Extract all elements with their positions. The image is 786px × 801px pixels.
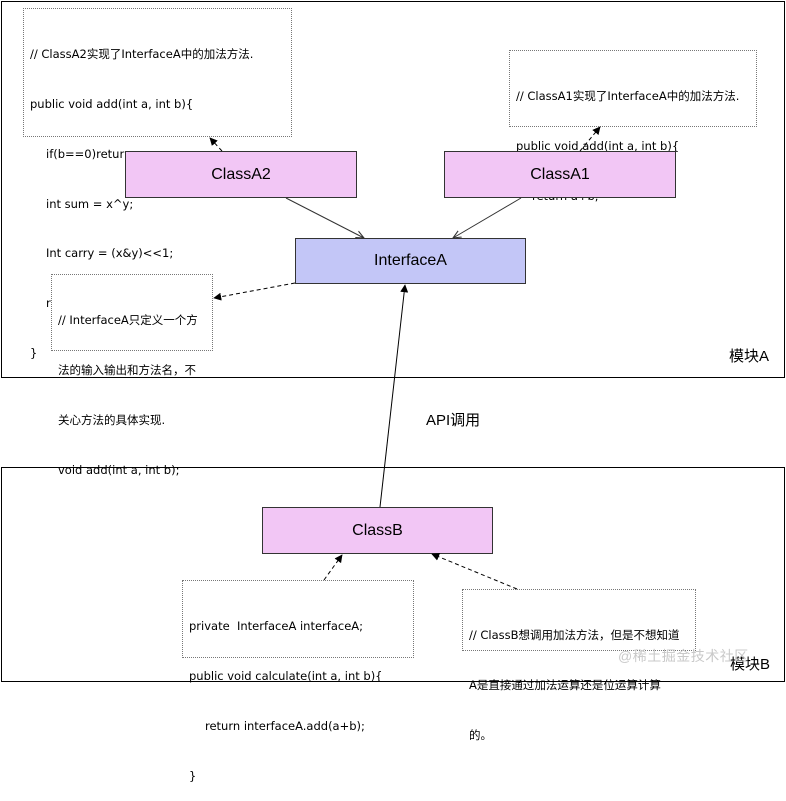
note-line: } [30, 345, 38, 360]
class-box-classB[interactable]: ClassB [262, 507, 493, 554]
class-box-classA1[interactable]: ClassA1 [444, 151, 676, 198]
arrow-classB-to-interfaceA [379, 284, 409, 508]
note-line: // ClassA1实现了InterfaceA中的加法方法. [516, 89, 740, 104]
arrow-classA2-to-interfaceA [285, 197, 364, 238]
note-line: private InterfaceA interfaceA; [189, 619, 364, 634]
dashed-arrow-to-note-interfaceA [213, 282, 296, 301]
dashed-arrow-note-to-classB [323, 554, 343, 581]
dashed-arrow-comment-to-classB [431, 553, 518, 590]
api-call-label: API调用 [426, 412, 481, 429]
module-a-label: 模块A [729, 348, 770, 365]
dashed-arrow-to-note-classA2 [209, 137, 223, 152]
dashed-arrow-to-note-classA1 [579, 126, 601, 152]
note-classB-code: private InterfaceA interfaceA; public vo… [182, 580, 414, 783]
note-line: public void add(int a, int b){ [30, 96, 194, 111]
note-line: void add(int a, int b); [58, 462, 180, 477]
class-box-classA2[interactable]: ClassA2 [125, 151, 357, 198]
connector-layer [209, 126, 601, 590]
note-line: 关心方法的具体实现. [58, 412, 166, 427]
arrow-classA1-to-interfaceA [453, 197, 522, 238]
note-line: Int carry = (x&y)<<1; [46, 246, 174, 261]
watermark-text: @稀土掘金技术社区 [618, 648, 749, 664]
note-line: 法的输入输出和方法名，不 [58, 362, 196, 377]
note-line: public void calculate(int a, int b){ [189, 668, 383, 683]
note-line: 的。 [469, 727, 492, 742]
note-line: } [189, 768, 197, 783]
note-interfaceA-desc: // InterfaceA只定义一个方 法的输入输出和方法名，不 关心方法的具体… [51, 274, 213, 477]
note-line: public void add(int a, int b){ [516, 138, 680, 153]
note-line: int sum = x^y; [46, 196, 134, 211]
module-b-label: 模块B [730, 656, 771, 673]
note-line: // ClassB想调用加法方法，但是不想知道 [469, 628, 680, 643]
note-classA2-impl: // ClassA2实现了InterfaceA中的加法方法. public vo… [23, 8, 292, 360]
note-line: // InterfaceA只定义一个方 [58, 313, 198, 328]
note-line: // ClassA2实现了InterfaceA中的加法方法. [30, 47, 254, 62]
note-line: return interfaceA.add(a+b); [205, 718, 365, 733]
interface-box-interfaceA[interactable]: InterfaceA [295, 238, 526, 284]
